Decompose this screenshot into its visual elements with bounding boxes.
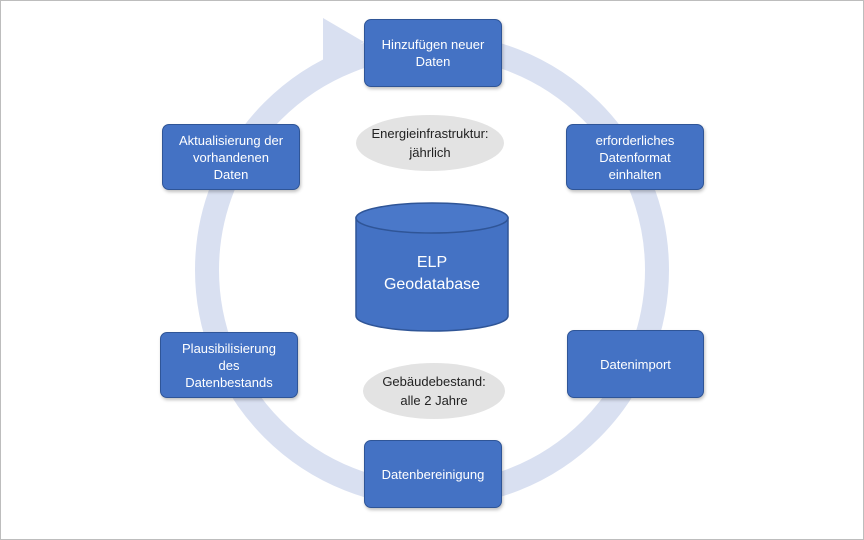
step-plausibility-check: Plausibilisierung des Datenbestands [160, 332, 298, 398]
step-data-cleaning: Datenbereinigung [364, 440, 502, 508]
center-database-label: ELP Geodatabase [383, 254, 481, 293]
step-plausibility-check-label: Plausibilisierung des Datenbestands [182, 340, 276, 390]
step-data-format: erforderliches Datenformat einhalten [566, 124, 704, 190]
step-update-existing-data-label: Aktualisierung der vorhandenen Daten [178, 132, 284, 182]
building-frequency-ellipse: Gebäudebestand: alle 2 Jahre [363, 363, 505, 419]
step-add-new-data-label: Hinzufügen neuer Daten [381, 37, 485, 69]
step-update-existing-data: Aktualisierung der vorhandenen Daten [162, 124, 300, 190]
database-cylinder-icon [355, 202, 509, 332]
step-data-import-label: Datenimport [600, 356, 671, 372]
cycle-arrowhead [323, 18, 364, 66]
energy-frequency-ellipse: Energieinfrastruktur: jährlich [356, 115, 504, 171]
step-data-format-label: erforderliches Datenformat einhalten [595, 132, 675, 182]
step-data-import: Datenimport [567, 330, 704, 398]
step-add-new-data: Hinzufügen neuer Daten [364, 19, 502, 87]
step-data-cleaning-label: Datenbereinigung [381, 466, 485, 482]
